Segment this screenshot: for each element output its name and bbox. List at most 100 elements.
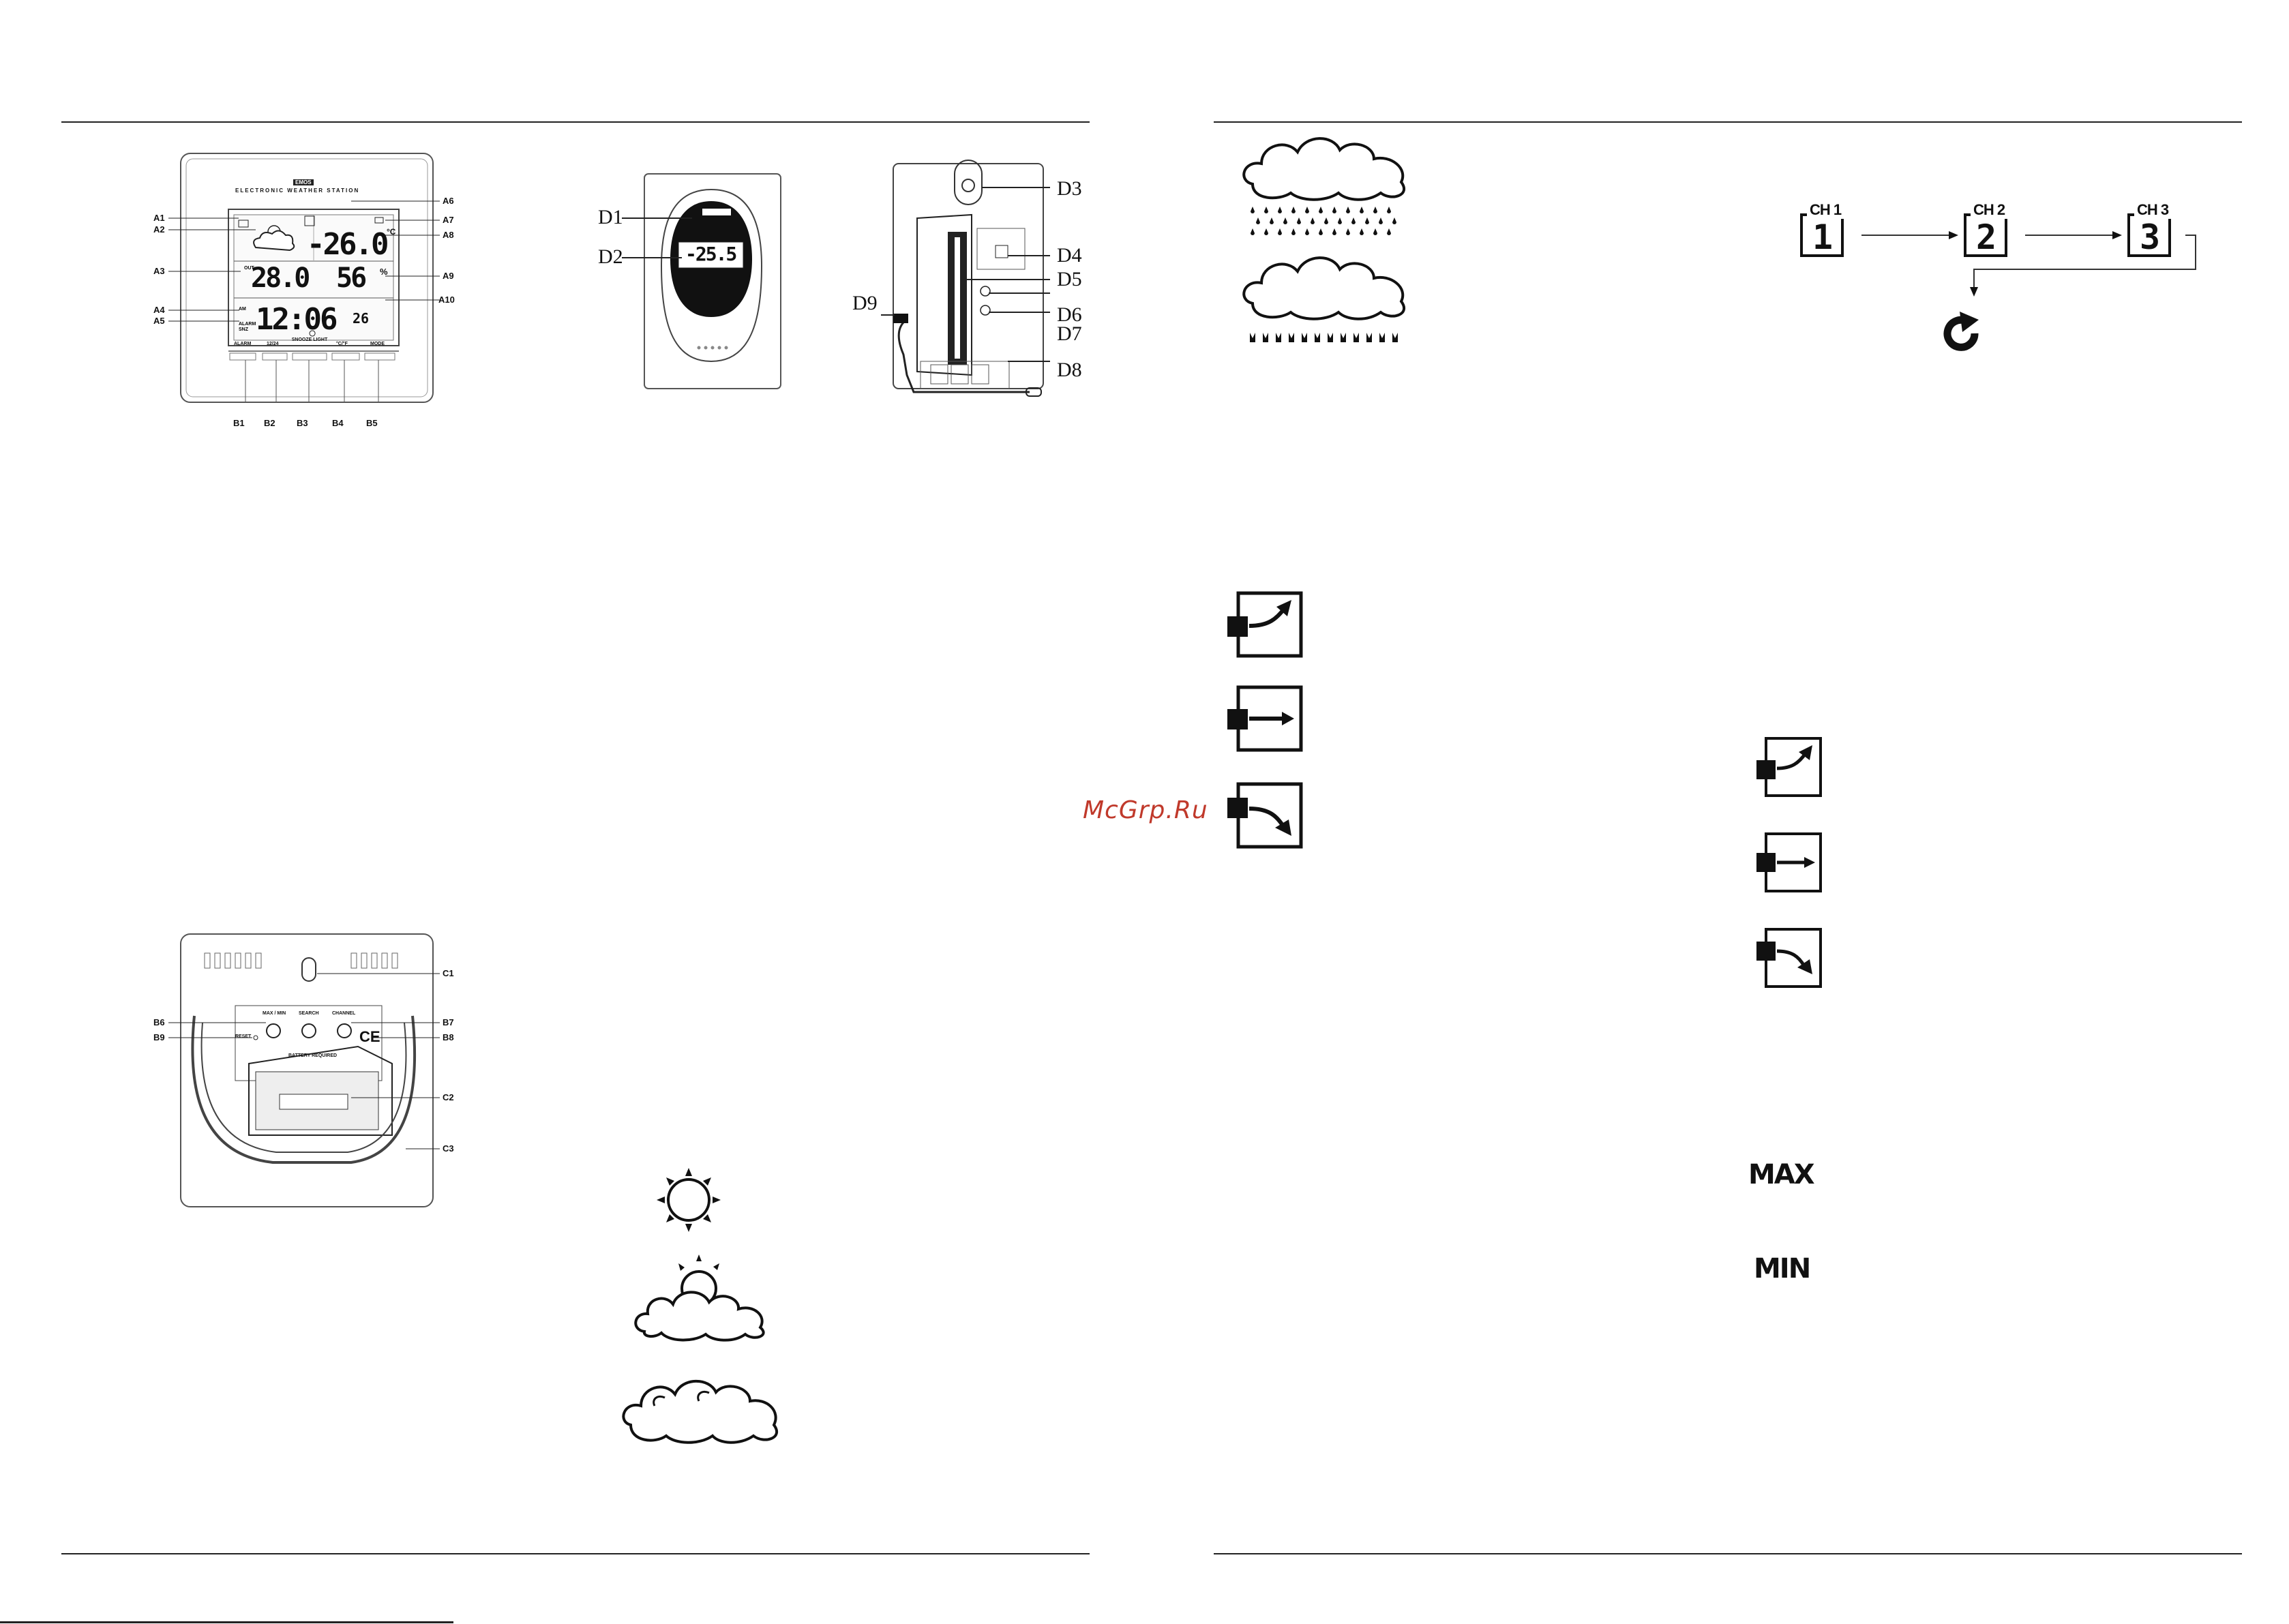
station-title: ELECTRONIC WEATHER STATION [235, 187, 360, 194]
snowflake [1315, 333, 1320, 342]
raindrop [1305, 228, 1309, 235]
callout-d2: D2 [598, 245, 623, 268]
callout-a9: A9 [443, 271, 454, 281]
raindrop [1387, 228, 1391, 235]
display-outdoor-temp: 28.0 [251, 262, 310, 294]
raindrop [1256, 217, 1260, 224]
bottom-rule-left [61, 1553, 1090, 1554]
callout-a10: A10 [438, 295, 455, 305]
bottom-rule-right [1214, 1553, 2242, 1554]
raindrop [1332, 207, 1336, 213]
snowflake [1302, 333, 1307, 342]
raindrop [1392, 217, 1396, 224]
channel-2-digit: 2 [1976, 217, 1997, 257]
raindrop [1332, 228, 1336, 235]
back-button-label-search: SEARCH [299, 1011, 319, 1016]
button-label-mode: MODE [370, 342, 385, 346]
callout-b5: B5 [366, 418, 378, 428]
callout-b1: B1 [233, 418, 245, 428]
raindrop [1360, 207, 1364, 213]
raindrop [1278, 228, 1282, 235]
snow-icon [1238, 252, 1415, 365]
display-clock: 12:06 [256, 302, 338, 337]
display-humidity-unit: % [380, 267, 388, 277]
raindrop [1387, 207, 1391, 213]
raindrop [1379, 217, 1383, 224]
raindrop [1319, 228, 1323, 235]
raindrop [1264, 207, 1268, 213]
raindrop [1373, 228, 1377, 235]
top-rule-right [1214, 121, 2242, 123]
channel-2-tag: CH 2 [1971, 201, 2008, 219]
raindrop [1251, 207, 1255, 213]
callout-a4: A4 [153, 305, 165, 315]
back-battery-label: BATTERY REQUIRED [288, 1053, 338, 1058]
back-reset-label: RESET [235, 1034, 252, 1039]
channel-1-tag: CH 1 [1807, 201, 1844, 219]
callout-b9: B9 [153, 1032, 165, 1042]
cloudy-icon [617, 1370, 788, 1445]
raindrop [1311, 217, 1315, 224]
back-button-label-maxmin: MAX / MIN [263, 1011, 286, 1016]
rain-icon [1238, 133, 1415, 239]
raindrop [1346, 207, 1350, 213]
callout-b6: B6 [153, 1017, 165, 1027]
raindrop [1283, 217, 1287, 224]
sensor-front-figure: -25.5 D1 D2 [590, 164, 788, 395]
button-label-unit: °C/°F [336, 342, 348, 346]
raindrop [1324, 217, 1328, 224]
trend-falling-icon [1227, 777, 1306, 852]
snowflake [1379, 333, 1385, 342]
svg-text:OUT: OUT [244, 266, 255, 271]
snowflake [1328, 333, 1333, 342]
max-label: MAX [1748, 1159, 1815, 1190]
trend-rising-icon [1227, 586, 1306, 661]
raindrop [1251, 228, 1255, 235]
callout-b8: B8 [443, 1032, 454, 1042]
display-humidity: 56 [336, 262, 367, 294]
callout-a3: A3 [153, 266, 165, 276]
raindrop [1319, 207, 1323, 213]
snowflake [1366, 333, 1372, 342]
trend-steady-icon [1227, 680, 1306, 755]
snowflake [1353, 333, 1359, 342]
callout-b2: B2 [264, 418, 275, 428]
svg-text:ALARM: ALARM [239, 322, 256, 327]
callout-d3: D3 [1057, 177, 1082, 200]
callout-b4: B4 [332, 418, 344, 428]
callout-a7: A7 [443, 215, 454, 225]
watermark: McGrp.Ru [1083, 796, 1208, 824]
callout-d5: D5 [1057, 268, 1082, 290]
callout-d6: D6 [1057, 303, 1082, 326]
raindrop [1264, 228, 1268, 235]
callout-a8: A8 [443, 230, 454, 240]
callout-a2: A2 [153, 224, 165, 235]
min-label: MIN [1754, 1253, 1811, 1284]
raindrop [1291, 207, 1296, 213]
snowflake [1392, 333, 1398, 342]
raindrop [1297, 217, 1301, 224]
callout-d9: D9 [852, 292, 878, 314]
raindrop [1360, 228, 1364, 235]
trend-falling-icon [1756, 924, 1825, 992]
channel-1-digit: 1 [1812, 217, 1834, 257]
callout-b7: B7 [443, 1017, 454, 1027]
callout-d7: D7 [1057, 322, 1082, 345]
callout-d8: D8 [1057, 359, 1082, 381]
partly-cloudy-icon [631, 1251, 781, 1343]
repeat-cycle-icon [1936, 309, 1986, 358]
display-seconds: 26 [353, 310, 370, 327]
back-button-label-channel: CHANNEL [332, 1011, 356, 1016]
trend-rising-icon [1756, 733, 1825, 801]
raindrop [1365, 217, 1369, 224]
footer-fragment-line [0, 1621, 453, 1623]
snowflake [1263, 333, 1268, 342]
raindrop [1373, 207, 1377, 213]
raindrop [1351, 217, 1356, 224]
ce-mark: CE [359, 1028, 380, 1045]
raindrop [1346, 228, 1350, 235]
callout-a6: A6 [443, 196, 454, 206]
display-indoor-temp: -26.0 [307, 227, 389, 262]
channel-3-digit: 3 [2140, 217, 2161, 257]
snowflake [1276, 333, 1281, 342]
